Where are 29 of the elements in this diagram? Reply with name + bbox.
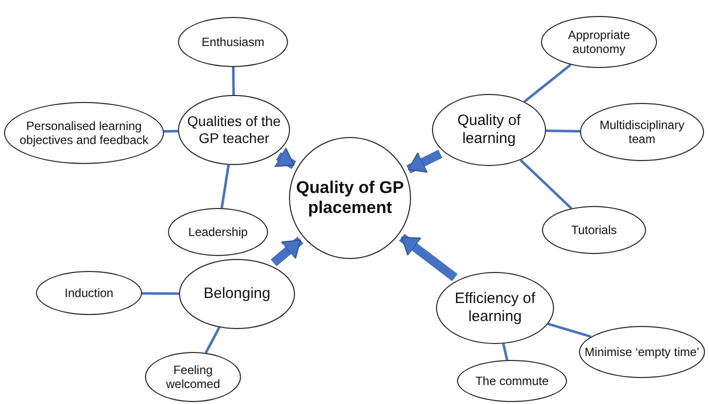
node-label: Quality of GP placement bbox=[295, 178, 405, 218]
connector-line bbox=[220, 164, 230, 208]
connector-line bbox=[232, 66, 235, 96]
node-label: Enthusiasm bbox=[200, 34, 266, 50]
connector-line bbox=[502, 343, 508, 360]
node-label: The commute bbox=[474, 374, 550, 388]
connector-line bbox=[524, 64, 572, 103]
node-label: Quality of learning bbox=[456, 112, 522, 148]
node-label: Induction bbox=[64, 286, 114, 300]
connector-line bbox=[548, 322, 592, 338]
node-label: Belonging bbox=[202, 285, 272, 303]
block-arrow bbox=[406, 150, 442, 174]
connector-line bbox=[164, 130, 178, 133]
connector-line bbox=[142, 292, 180, 295]
node-label: Efficiency of learning bbox=[454, 290, 536, 326]
connector-line bbox=[546, 130, 580, 132]
node-label: Leadership bbox=[187, 224, 249, 240]
block-arrow bbox=[274, 147, 296, 170]
node-label: Qualities of the GP teacher bbox=[186, 113, 282, 147]
node-label: Multidisciplinary team bbox=[598, 118, 686, 146]
connector-line bbox=[520, 159, 572, 210]
connector-line bbox=[204, 326, 220, 354]
node-label: Personalised learning objectives and feedback bbox=[18, 118, 150, 148]
block-arrow bbox=[270, 236, 304, 266]
block-arrow bbox=[399, 234, 458, 282]
node-label: Feeling welcomed bbox=[164, 362, 222, 392]
node-label: Minimise ‘empty time’ bbox=[584, 344, 700, 360]
node-label: Tutorials bbox=[570, 222, 618, 238]
node-label: Appropriate autonomy bbox=[566, 28, 632, 56]
